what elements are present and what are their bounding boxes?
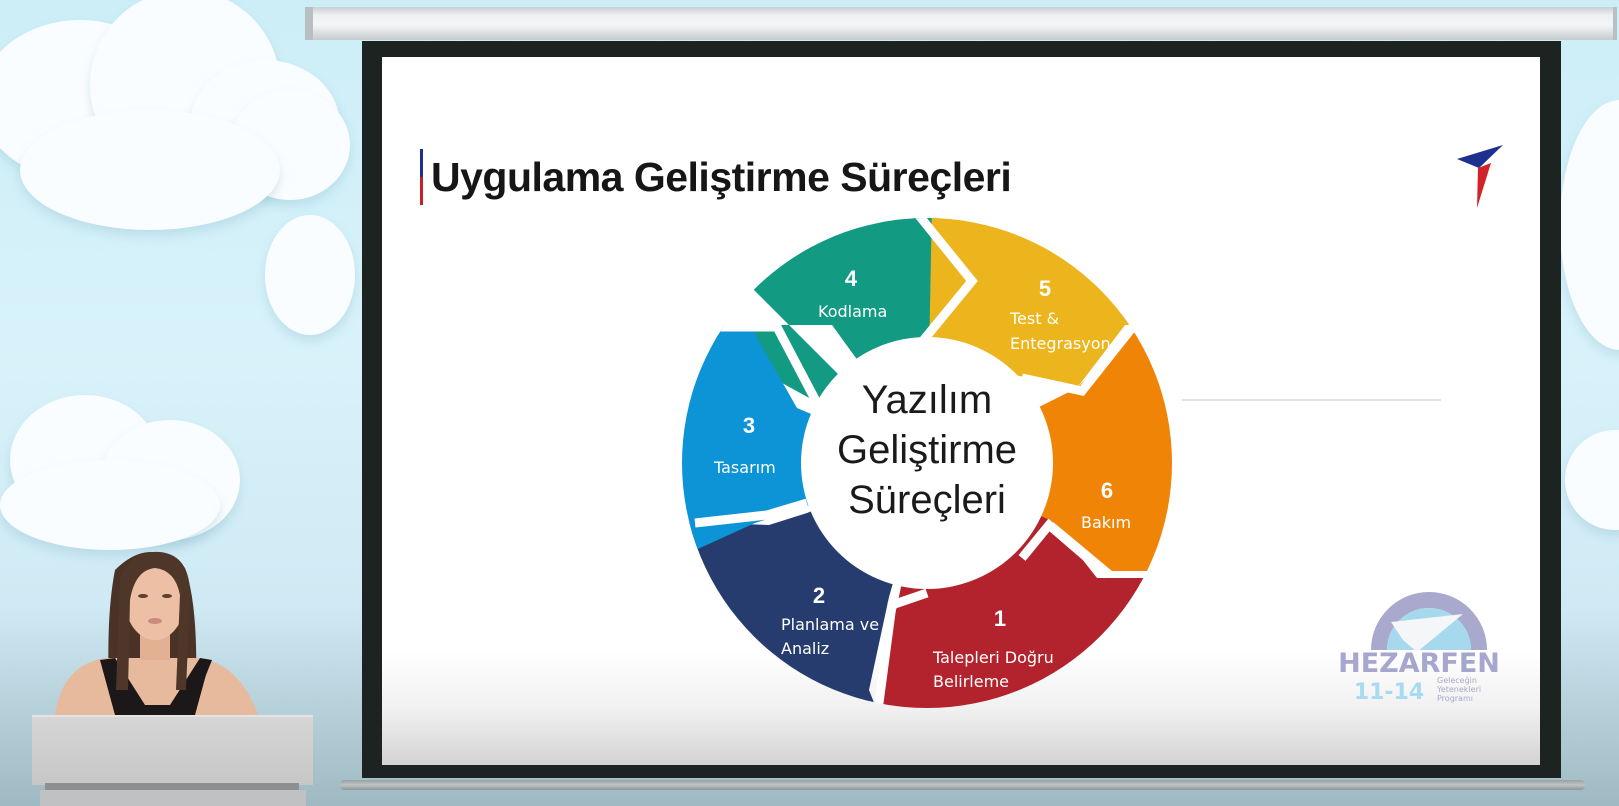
slide-title-block: Uygulama Geliştirme Süreçleri: [420, 149, 1012, 205]
sdlc-cycle-diagram: Yazılım Geliştirme Süreçleri 4 Kodlama 5…: [682, 218, 1172, 708]
cycle-step-6: [927, 333, 1172, 571]
paper-plane-arrow-icon: [1457, 145, 1503, 208]
podium-shelf: [45, 783, 299, 790]
projector-top-bar: [305, 7, 1617, 40]
hezarfen-wordmark: HEZARFEN: [1338, 648, 1500, 679]
step-label: Tasarım: [713, 458, 776, 477]
hezarfen-age-range: 11-14: [1354, 680, 1424, 705]
hezarfen-tagline: Geleceğin: [1437, 676, 1477, 685]
step-label: Belirleme: [933, 672, 1009, 691]
title-accent-bar: [420, 149, 423, 205]
cycle-center-line-2: Geliştirme: [837, 428, 1017, 472]
divider-line: [1182, 399, 1441, 401]
cycle-step-3: [682, 325, 927, 563]
paper-plane-icon: [1391, 614, 1463, 652]
step-label: Analiz: [781, 639, 829, 658]
cycle-center-line-1: Yazılım: [862, 378, 992, 422]
step-number: 1: [994, 606, 1006, 631]
step-number: 3: [743, 413, 755, 438]
hezarfen-logo: HEZARFEN 11-14 Geleceğin Yetenekleri Pro…: [1338, 592, 1500, 705]
hezarfen-tagline: Yetenekleri: [1436, 685, 1481, 694]
step-label: Entegrasyon: [1010, 334, 1111, 353]
presentation-slide: Uygulama Geliştirme Süreçleri: [382, 57, 1540, 765]
step-label: Test &: [1009, 309, 1059, 328]
hezarfen-tagline: Programı: [1437, 694, 1473, 703]
step-number: 6: [1101, 478, 1113, 503]
step-label: Planlama ve: [781, 615, 879, 634]
step-label: Talepleri Doğru: [932, 648, 1054, 667]
step-label: Kodlama: [818, 302, 887, 321]
step-number: 4: [845, 266, 858, 291]
step-number: 2: [813, 583, 825, 608]
presenter-video: [55, 551, 258, 715]
podium-base: [40, 790, 306, 806]
step-number: 5: [1039, 276, 1051, 301]
cycle-center-line-3: Süreçleri: [848, 478, 1006, 522]
podium: [32, 715, 313, 785]
projector-bottom-bar: [340, 780, 1585, 790]
slide-title: Uygulama Geliştirme Süreçleri: [431, 153, 1012, 200]
step-label: Bakım: [1081, 513, 1131, 532]
